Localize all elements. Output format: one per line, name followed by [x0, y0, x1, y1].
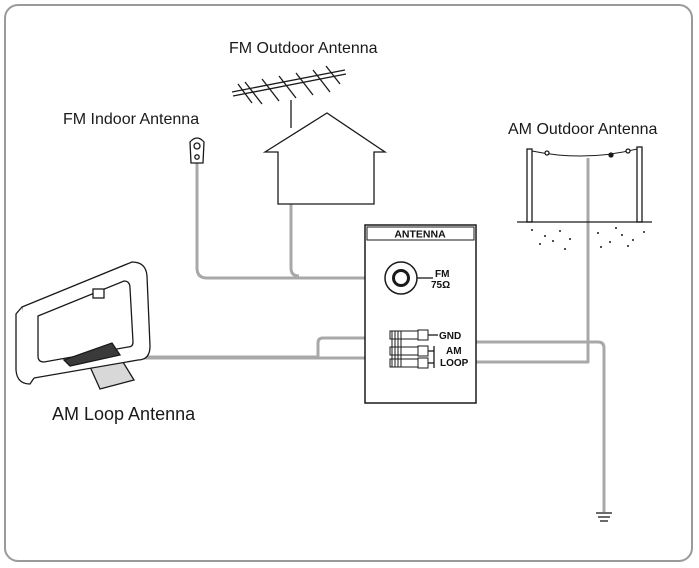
am-loop-cable — [70, 336, 402, 359]
fm-label: FM — [435, 269, 449, 280]
panel-body — [364, 224, 477, 404]
fm-indoor-cable — [195, 162, 385, 280]
am-outdoor-cable — [428, 158, 590, 364]
am-outdoor-antenna — [517, 146, 652, 250]
loop-label: LOOP — [440, 358, 469, 369]
ground-cable — [425, 340, 606, 512]
fm-jack-inner — [392, 269, 410, 287]
fm-outdoor-cable — [289, 204, 300, 278]
am-loop-antenna-icon — [15, 261, 151, 390]
right-pole — [636, 146, 643, 223]
fm-indoor-antenna-label: FM Indoor Antenna — [63, 111, 199, 128]
cables — [70, 158, 606, 512]
fm-impedance-label: 75Ω — [431, 280, 450, 291]
loop-base — [62, 342, 122, 367]
loop-clip — [92, 288, 105, 299]
gnd-label: GND — [439, 331, 461, 342]
am-terminal-block[interactable] — [389, 329, 429, 369]
am-label: AM — [446, 346, 462, 357]
fm-outdoor-antenna — [231, 65, 388, 205]
left-pole — [526, 148, 533, 223]
soil-dots — [531, 227, 645, 250]
loop-frame-depth — [15, 306, 35, 385]
panel-header — [366, 226, 475, 241]
antenna-panel: ANTENNA FM 75Ω GND AM LOOP — [364, 224, 477, 404]
fm-outdoor-antenna-label: FM Outdoor Antenna — [229, 40, 378, 57]
am-outdoor-antenna-label: AM Outdoor Antenna — [508, 121, 658, 138]
am-loop-antenna-label: AM Loop Antenna — [52, 404, 196, 424]
loop-frame-inner — [37, 280, 134, 363]
yagi-antenna-icon — [231, 65, 347, 105]
ground-symbol-icon — [596, 512, 612, 522]
house-icon — [262, 112, 388, 205]
panel-title: ANTENNA — [394, 229, 446, 241]
fm-indoor-antenna-icon — [189, 137, 205, 164]
